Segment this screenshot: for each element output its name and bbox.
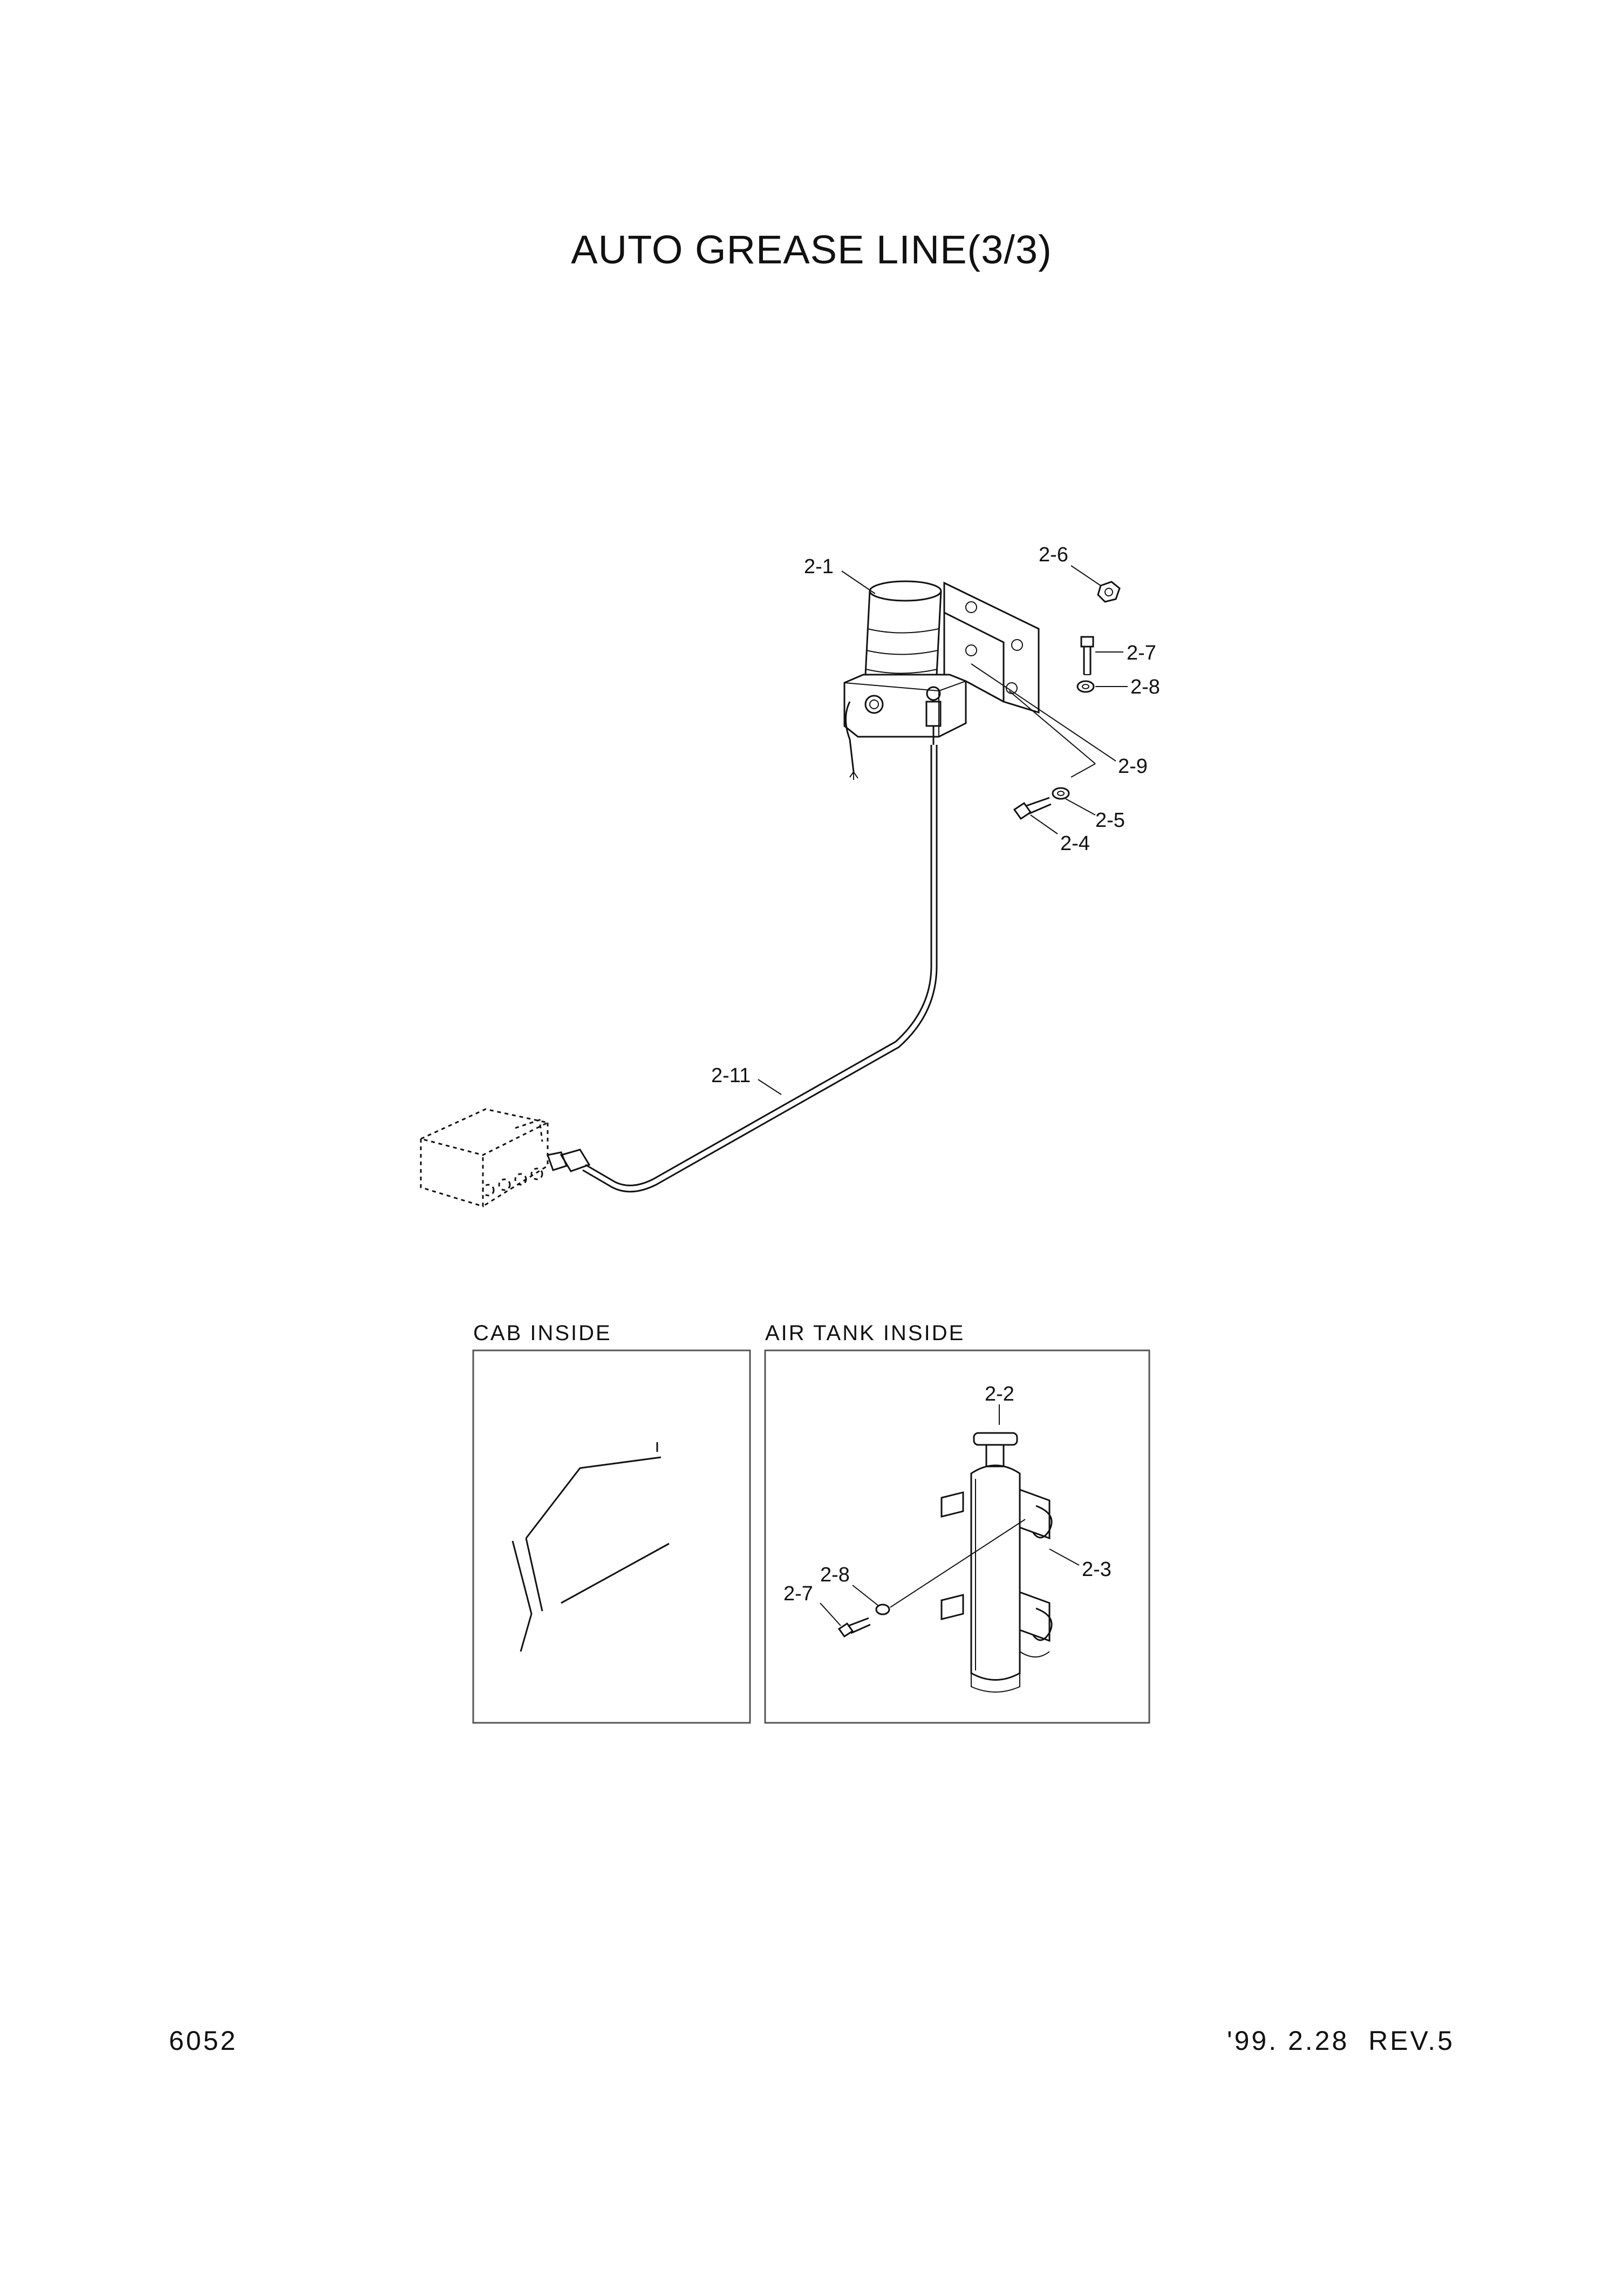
callout-2-2: 2-2 [985, 1383, 1014, 1405]
callout-2-8-tank: 2-8 [820, 1564, 850, 1586]
callout-2-3: 2-3 [1082, 1558, 1111, 1581]
air-tank-inside-label: AIR TANK INSIDE [765, 1321, 965, 1345]
callout-2-11: 2-11 [711, 1064, 751, 1087]
callout-2-9: 2-9 [1118, 755, 1148, 778]
page-number: 6052 [169, 2026, 238, 2056]
callouts-main: 2-1 2-6 2-7 2-8 2-9 2-5 2-4 2-11 [711, 544, 1160, 1095]
mounting-bracket [943, 581, 1040, 714]
cab-inside-label: CAB INSIDE [473, 1321, 612, 1345]
page-title: AUTO GREASE LINE(3/3) [571, 227, 1052, 272]
callout-2-1: 2-1 [804, 555, 834, 578]
grease-pump [843, 580, 967, 780]
nut-2-6 [1097, 581, 1121, 603]
callout-2-5: 2-5 [1095, 809, 1125, 832]
junction-box-phantom [418, 1108, 550, 1208]
callout-2-4: 2-4 [1060, 832, 1090, 855]
callout-2-8: 2-8 [1130, 676, 1160, 698]
air-tank-sketch [837, 1432, 1053, 1693]
grease-line-2-11 [547, 745, 938, 1193]
callout-2-7: 2-7 [1127, 642, 1156, 664]
callout-2-7-tank: 2-7 [783, 1582, 813, 1605]
cab-inside-sketch [512, 1442, 670, 1652]
air-tank-inside-frame [764, 1349, 1150, 1724]
washer-2-8 [1076, 680, 1095, 693]
washer-2-5 [1052, 787, 1070, 800]
bolt-2-7 [1080, 636, 1094, 675]
bolt-2-4 [1013, 797, 1052, 820]
revision-date: '99. 2.28 REV.5 [1227, 2026, 1455, 2056]
callouts-air-tank: 2-2 2-3 2-8 2-7 [783, 1383, 1111, 1626]
cab-inside-frame [472, 1349, 751, 1724]
callout-2-6: 2-6 [1039, 544, 1068, 566]
